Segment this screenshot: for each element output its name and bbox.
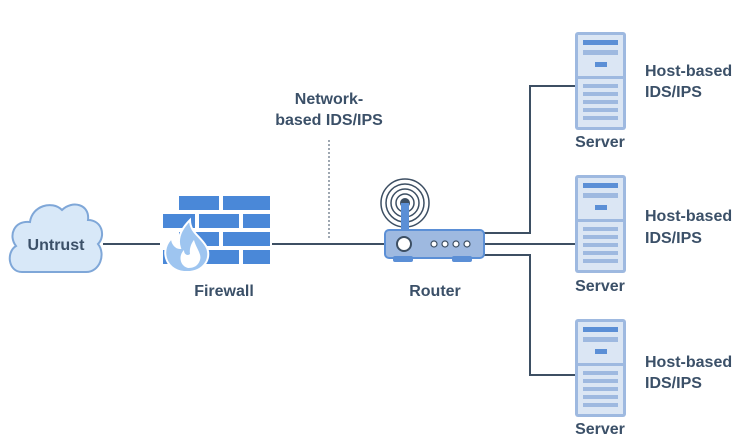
router-label: Router <box>409 283 461 300</box>
host-ids-label-1-line-2: IDS/IPS <box>645 84 702 101</box>
cloud-label: Untrust <box>28 237 86 254</box>
link-router-server-bottom-path <box>484 254 575 376</box>
network-ids-label-line-1: Network- <box>295 91 363 108</box>
server-icon-2 <box>575 175 626 273</box>
server-icon-1 <box>575 32 626 130</box>
cloud-icon <box>8 203 104 273</box>
firewall-icon <box>163 196 270 273</box>
server-label-2: Server <box>575 278 625 295</box>
host-ids-label-2-line-1: Host-based <box>645 208 732 225</box>
router-icon <box>380 178 485 262</box>
host-ids-label-3-line-1: Host-based <box>645 354 732 371</box>
host-ids-label-2-line-2: IDS/IPS <box>645 230 702 247</box>
link-router-server-top-path <box>484 85 575 234</box>
server-icon-3 <box>575 319 626 417</box>
firewall-label: Firewall <box>194 283 254 300</box>
host-ids-label-1-line-1: Host-based <box>645 63 732 80</box>
host-ids-label-3-line-2: IDS/IPS <box>645 375 702 392</box>
network-ids-label-line-2: based IDS/IPS <box>275 112 383 129</box>
server-label-1: Server <box>575 134 625 151</box>
server-label-3: Server <box>575 421 625 438</box>
connections <box>103 85 575 376</box>
